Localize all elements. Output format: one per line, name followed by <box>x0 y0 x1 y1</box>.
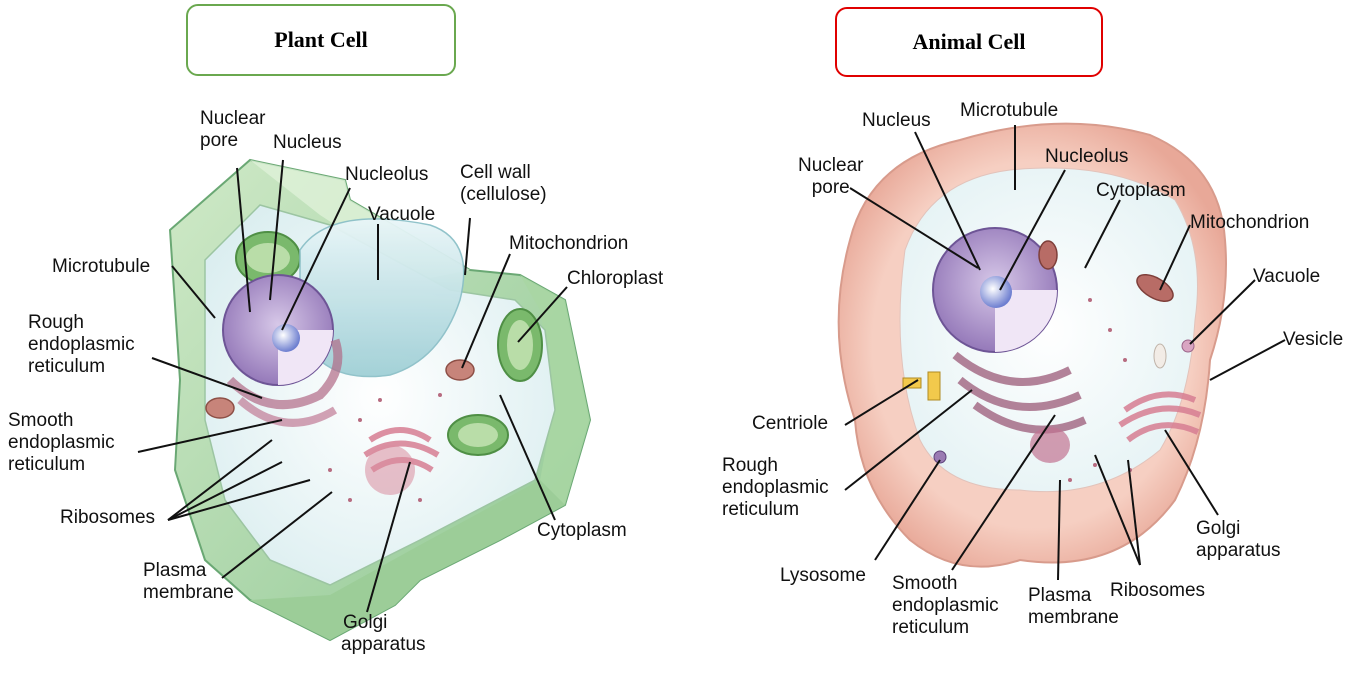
plant-label-microtubule: Microtubule <box>52 256 150 278</box>
animal-label-vacuole: Vacuole <box>1253 266 1320 288</box>
animal-label-centriole: Centriole <box>752 413 828 435</box>
plant-label-vacuole: Vacuole <box>368 204 435 226</box>
plant-label-nucleolus: Nucleolus <box>345 164 428 186</box>
plant-label-nucleus: Nucleus <box>273 132 342 154</box>
animal-label-microtubule: Microtubule <box>960 100 1058 122</box>
animal-label-lysosome: Lysosome <box>780 565 866 587</box>
plant-label-cell-wall: Cell wall(cellulose) <box>460 162 547 206</box>
plant-label-cytoplasm: Cytoplasm <box>537 520 627 542</box>
animal-label-nucleus: Nucleus <box>862 110 931 132</box>
animal-cell-title: Animal Cell <box>835 7 1103 77</box>
plant-cell-title: Plant Cell <box>186 4 456 76</box>
animal-label-nucleolus: Nucleolus <box>1045 146 1128 168</box>
animal-label-mitochondrion: Mitochondrion <box>1190 212 1309 234</box>
animal-label-vesicle: Vesicle <box>1283 329 1343 351</box>
animal-label-cytoplasm: Cytoplasm <box>1096 180 1186 202</box>
plant-label-ribosomes: Ribosomes <box>60 507 155 529</box>
animal-label-ribosomes: Ribosomes <box>1110 580 1205 602</box>
plant-label-mitochondrion: Mitochondrion <box>509 233 628 255</box>
plant-label-chloroplast: Chloroplast <box>567 268 663 290</box>
